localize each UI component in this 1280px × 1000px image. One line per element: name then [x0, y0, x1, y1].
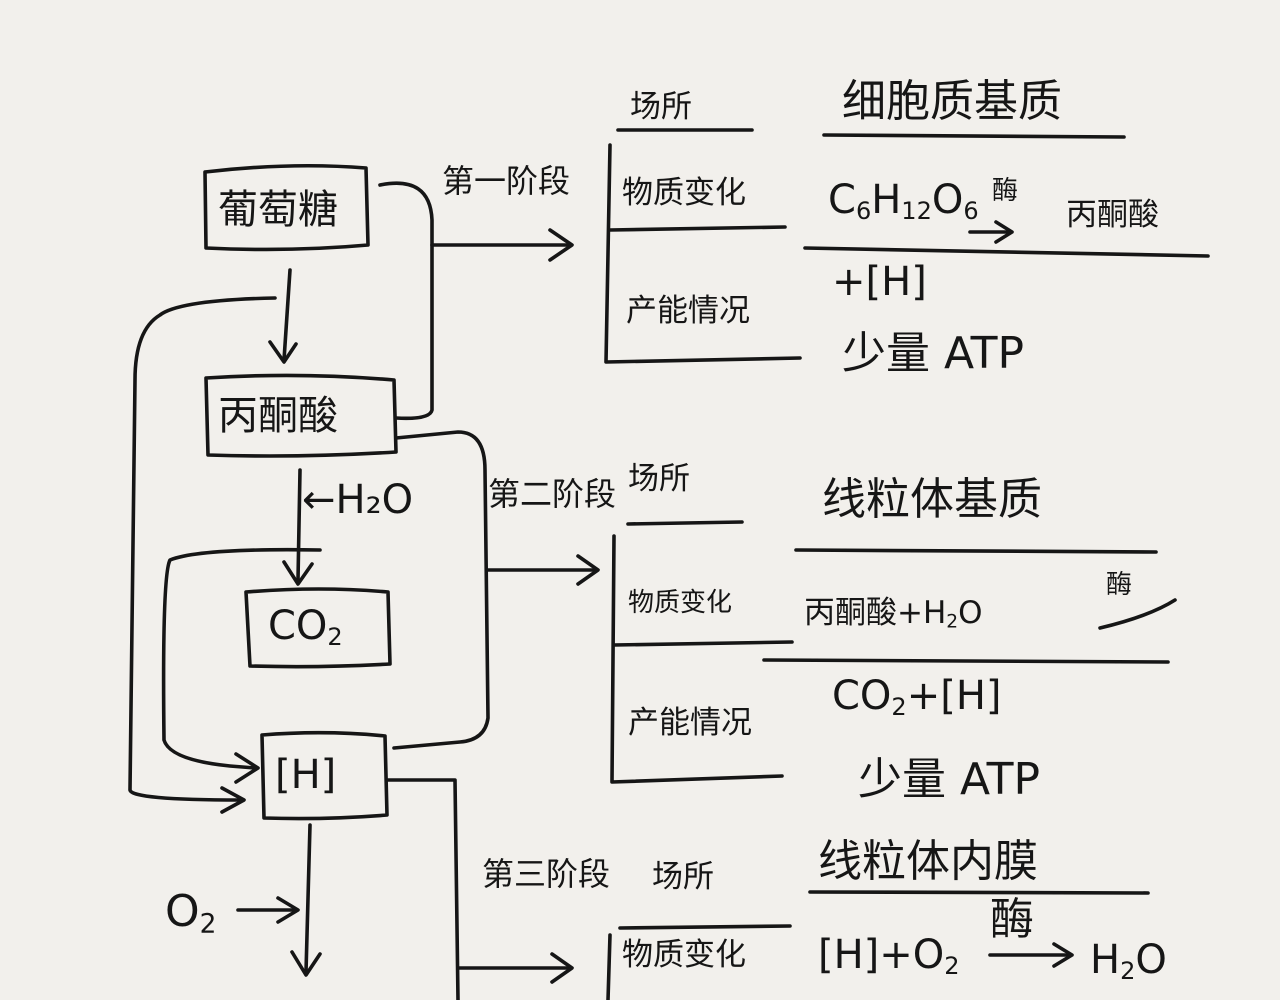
- glucose-stage1-loop: [378, 181, 434, 421]
- stage2-site: 线粒体基质: [822, 474, 1042, 525]
- stage3-change-label: 物质变化: [622, 937, 746, 973]
- nadh-down-arrow: [304, 823, 312, 974]
- stage1-enzyme: 酶: [992, 176, 1019, 206]
- stage3-brace: [606, 933, 612, 1000]
- stage1-site: 细胞质基质: [842, 76, 1062, 127]
- stage1-brace: [604, 143, 802, 364]
- stage2-brace: [610, 534, 784, 784]
- co2-box: [244, 587, 392, 669]
- stage1-product: 丙酮酸: [1066, 197, 1159, 233]
- stage1-site-label: 场所: [630, 89, 692, 125]
- stage3-enzyme: 酶: [990, 894, 1034, 945]
- stage1-product2: +[H]: [832, 259, 927, 305]
- glucose-to-pyruvate-arrow: [282, 268, 292, 362]
- enzyme-arrow-2: [1098, 598, 1177, 630]
- pyruvate-box: [204, 373, 398, 458]
- stage3-equation-right: H2O: [1090, 937, 1167, 985]
- outer-loop: [128, 296, 277, 802]
- stage3-site: 线粒体内膜: [818, 836, 1038, 887]
- stage1-energy-label: 产能情况: [626, 293, 750, 329]
- stage2-site-label: 场所: [628, 461, 690, 497]
- stage2-equation-left: 丙酮酸+H2O: [804, 595, 983, 633]
- stage2-energy-label: 产能情况: [628, 705, 752, 741]
- stage2-equation-right: CO2+[H]: [832, 673, 1002, 721]
- pyruvate-to-co2-arrow: [296, 468, 302, 582]
- stage3-site-label: 场所: [652, 859, 714, 895]
- stage2-change-label: 物质变化: [628, 588, 733, 618]
- pyruvate-node: 丙酮酸: [218, 393, 338, 439]
- stage1-change-label: 物质变化: [622, 175, 746, 211]
- nadh-node: [H]: [275, 752, 337, 798]
- stage2-enzyme: 酶: [1106, 570, 1133, 600]
- stage3-line: [386, 778, 460, 1000]
- stage3-equation-left: [H]+O2: [818, 932, 960, 980]
- water-input: ←H₂O: [302, 477, 414, 523]
- co2-loop: [161, 547, 322, 770]
- glucose-node: 葡萄糖: [218, 187, 338, 233]
- stage1-energy: 少量 ATP: [842, 328, 1025, 379]
- stage3-title: 第三阶段: [482, 855, 611, 893]
- stage2-energy: 少量 ATP: [858, 754, 1041, 805]
- glucose-box: [203, 163, 370, 252]
- stage2-loop: [392, 430, 490, 750]
- co2-node: CO2: [268, 603, 343, 651]
- o2-input: O2: [165, 886, 217, 940]
- stage1-title: 第一阶段: [442, 162, 571, 200]
- stage1-equation-left: C6H12O6: [828, 177, 979, 225]
- stage2-title: 第二阶段: [488, 475, 617, 513]
- nadh-box: [260, 730, 389, 821]
